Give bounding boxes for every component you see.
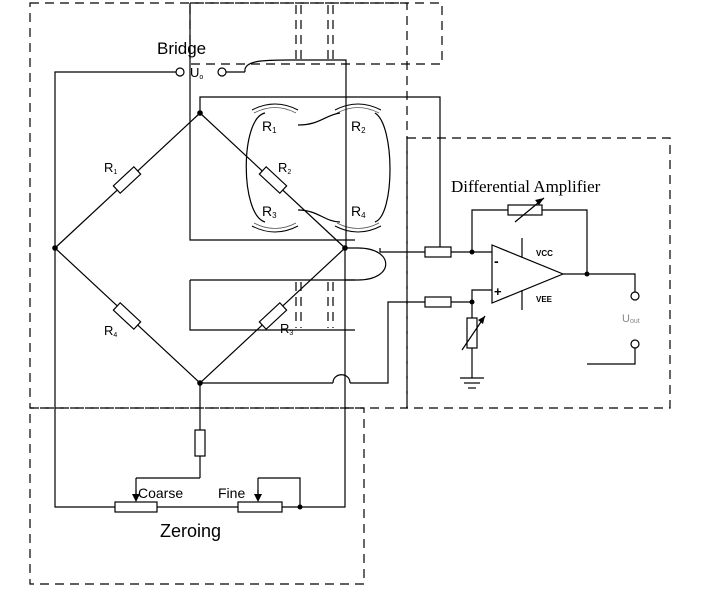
vcc-label: VCC: [536, 249, 553, 258]
zeroing-label: Zeroing: [160, 521, 221, 541]
gauge-r4-label: R4: [351, 203, 366, 220]
bridge-wiring: [54, 59, 441, 508]
bridge-enclosure: [29, 2, 408, 409]
u0-terminal-right: [217, 67, 227, 77]
text-labels: Bridge Uo R1 R2 R4 R3 R1 R2 R3 R4 Differ…: [104, 39, 640, 541]
r1-arm-label: R1: [104, 160, 117, 176]
minus-input-label: -: [494, 253, 499, 269]
specimen-outline: [189, 3, 355, 331]
r3-arm-label: R3: [280, 321, 293, 337]
ground-variable-resistor: [466, 317, 478, 349]
bridge-label: Bridge: [157, 39, 206, 58]
r2-arm-label: R2: [278, 160, 291, 176]
r4-arm-label: R4: [104, 323, 117, 339]
input-resistor-plus: [424, 296, 452, 308]
gauge-r3-label: R3: [262, 203, 277, 220]
pot-wipers: [132, 490, 262, 502]
output-terminal-top: [630, 291, 640, 301]
coarse-potentiometer: [114, 501, 158, 513]
output-terminal-bottom: [630, 339, 640, 349]
dashed-enclosures: [29, 2, 671, 585]
vee-label: VEE: [536, 295, 553, 304]
uout-label: Uout: [622, 313, 640, 325]
input-resistor-minus: [424, 246, 452, 258]
zeroing-enclosure: [29, 407, 365, 585]
amplifier-enclosure: [406, 137, 671, 409]
plus-input-label: +: [494, 284, 502, 299]
amplifier: [451, 197, 640, 389]
u0-label: Uo: [190, 65, 203, 81]
resistor-r1: [112, 165, 142, 195]
coarse-label: Coarse: [138, 485, 183, 501]
resistor-r2: [258, 165, 288, 195]
resistor-r4: [112, 301, 142, 331]
gauge-r2-label: R2: [351, 118, 366, 135]
fine-potentiometer: [237, 501, 283, 513]
fine-label: Fine: [218, 485, 245, 501]
u0-terminal-left: [175, 67, 185, 77]
zero-series-resistor: [194, 429, 206, 457]
gauge-r1-label: R1: [262, 118, 277, 135]
upper-specimen-enclosure: [189, 2, 443, 65]
amplifier-title: Differential Amplifier: [451, 177, 601, 196]
strain-gauges: [245, 103, 391, 233]
resistors: [112, 165, 543, 513]
resistor-r3: [258, 301, 288, 331]
opamp-triangle: [491, 244, 565, 304]
junction-dots: [52, 110, 590, 510]
